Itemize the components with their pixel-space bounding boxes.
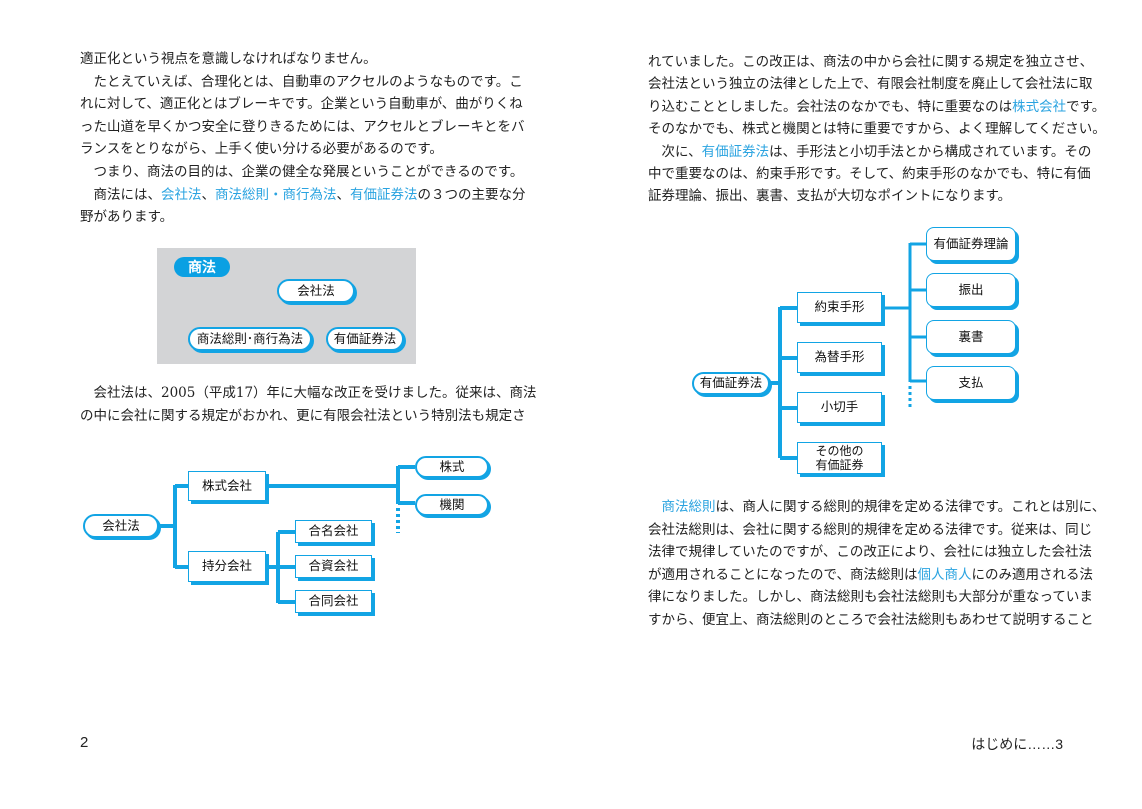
yakusoku-tegata-box: 約束手形 — [797, 292, 882, 323]
shoho-item-yuka: 有価証券法 — [326, 327, 404, 351]
text-line: すから、便宜上、商法総則のところで会社法総則もあわせて説明すること — [648, 610, 1094, 630]
highlighted-term: 株式会社 — [1012, 98, 1067, 115]
text-segment: 中で重要なのは、約束手形です。そして、約束手形のなかでも、特に有価 — [648, 166, 1091, 182]
text-line: ランスをとりながら、上手く使い分ける必要があるのです。 — [80, 139, 494, 159]
text-segment: れに対して、適正化とはブレーキです。企業という自動車が、曲がりくね — [80, 96, 523, 113]
text-segment: 適正化という視点を意識しなければなりません。 — [80, 51, 377, 67]
text-segment: 、 — [336, 186, 351, 203]
yuka-root: 有価証券法 — [692, 372, 770, 395]
text-segment: 会社法総則は、会社に関する総則的規律を定める法律です。従来は、同じ — [648, 521, 1093, 538]
right-running-footer: はじめに……3 — [971, 736, 1063, 752]
yuka-riron-box: 有価証券理論 — [926, 227, 1016, 261]
highlighted-term: 会社法 — [161, 186, 202, 203]
text-line: 会社法総則は、会社に関する総則的規律を定める法律です。従来は、同じ — [648, 520, 1092, 540]
text-segment: 商法には、 — [80, 186, 161, 203]
text-line: 律になりました。しかし、商法総則も会社法総則も大部分が重なっていま — [648, 587, 1093, 607]
highlighted-term: 有価証券法 — [701, 143, 770, 160]
highlighted-term: 個人商人 — [917, 566, 972, 583]
godo-kaisha-box: 合同会社 — [295, 590, 372, 613]
text-line: 会社法という独立の法律とした上で、有限会社制度を廃止して会社法に取 — [648, 74, 1093, 94]
text-line: の中に会社に関する規定がおかれ、更に有限会社法という特別法も規定さ — [80, 406, 526, 426]
other-securities-box: その他の 有価証券 — [797, 442, 882, 474]
text-line: 中で重要なのは、約束手形です。そして、約束手形のなかでも、特に有価 — [648, 164, 1091, 184]
text-line: 会社法は、2005（平成17）年に大幅な改正を受けました。従来は、商法 — [80, 383, 536, 403]
highlighted-term: 商法総則 — [661, 499, 716, 515]
text-segment: にのみ適用される法 — [971, 566, 1093, 583]
text-line: 法律で規律していたのですが、この改正により、会社には独立した会社法 — [648, 542, 1092, 562]
text-segment: 、 — [201, 186, 216, 203]
text-line: 商法総則は、商人に関する総則的規律を定める法律です。これとは別に、 — [648, 497, 1106, 517]
text-line: 証券理論、振出、裏書、支払が大切なポイントになります。 — [648, 186, 1063, 206]
highlighted-term: 商法総則・商行為法 — [215, 186, 337, 203]
shoho-item-sosoku: 商法総則･商行為法 — [188, 327, 312, 351]
text-segment: が適用されることになったので、商法総則は — [648, 566, 918, 583]
text-segment: 証券理論、振出、裏書、支払が大切なポイントになります。 — [648, 188, 1012, 205]
text-line: った山道を早くかつ安全に登りきるためには、アクセルとブレーキとをバ — [80, 117, 525, 137]
text-segment: れていました。この改正は、商法の中から会社に関する規定を独立させ、 — [648, 54, 1094, 70]
text-segment: の中に会社に関する規定がおかれ、更に有限会社法という特別法も規定さ — [80, 407, 526, 424]
text-segment: です。 — [1066, 98, 1106, 115]
text-segment: は、手形法と小切手法とから構成されています。その — [769, 143, 1092, 160]
shoho-item-kaishaho: 会社法 — [277, 279, 355, 303]
left-page-number: 2 — [80, 734, 89, 751]
shiharai-box: 支払 — [926, 366, 1016, 400]
text-segment: 会社法は、2005（平成17）年に大幅な改正を受けました。従来は、商法 — [80, 385, 537, 401]
gomei-kaisha-box: 合名会社 — [295, 520, 372, 543]
goshi-kaisha-box: 合資会社 — [295, 555, 372, 578]
text-line: れていました。この改正は、商法の中から会社に関する規定を独立させ、 — [648, 52, 1093, 72]
highlighted-term: 有価証券法 — [350, 186, 418, 203]
text-segment: つまり、商法の目的は、企業の健全な発展ということができるのです。 — [80, 164, 524, 180]
kawase-tegata-box: 為替手形 — [797, 342, 882, 373]
furidashi-box: 振出 — [926, 273, 1016, 307]
mochibun-kaisha-box: 持分会社 — [188, 551, 266, 582]
text-line: 野があります。 — [80, 207, 494, 227]
kabushiki-child-kikan: 機関 — [415, 494, 489, 516]
text-segment: ランスをとりながら、上手く使い分ける必要があるのです。 — [80, 141, 443, 158]
text-line: そのなかでも、株式と機関とは特に重要ですから、よく理解してください。 — [648, 119, 1106, 139]
text-line: たとえていえば、合理化とは、自動車のアクセルのようなものです。こ — [80, 72, 522, 92]
text-segment: り込むこととしました。会社法のなかでも、特に重要なのは — [648, 98, 1013, 115]
text-segment: 野があります。 — [80, 209, 174, 226]
kabushiki-child-kabushiki: 株式 — [415, 456, 489, 478]
text-segment: そのなかでも、株式と機関とは特に重要ですから、よく理解してください。 — [648, 121, 1106, 138]
text-segment: 律になりました。しかし、商法総則も会社法総則も大部分が重なっていま — [648, 589, 1093, 606]
text-segment: の３つの主要な分 — [417, 186, 526, 203]
text-segment: は、商人に関する総則的規律を定める法律です。これとは別に、 — [715, 499, 1106, 515]
shoho-title-tag: 商法 — [174, 257, 230, 277]
text-line: 適正化という視点を意識しなければなりません。 — [80, 49, 494, 69]
text-segment: たとえていえば、合理化とは、自動車のアクセルのようなものです。こ — [80, 73, 523, 90]
text-segment: すから、便宜上、商法総則のところで会社法総則もあわせて説明すること — [648, 612, 1094, 628]
text-segment: 次に、 — [648, 143, 702, 160]
text-segment: 会社法という独立の法律とした上で、有限会社制度を廃止して会社法に取 — [648, 76, 1093, 93]
kogitte-box: 小切手 — [797, 392, 882, 423]
text-line: が適用されることになったので、商法総則は個人商人にのみ適用される法 — [648, 565, 1093, 585]
text-line: 次に、有価証券法は、手形法と小切手法とから構成されています。その — [648, 142, 1091, 162]
uragaki-box: 裏書 — [926, 320, 1016, 354]
text-line: つまり、商法の目的は、企業の健全な発展ということができるのです。 — [80, 162, 523, 182]
text-segment: った山道を早くかつ安全に登りきるためには、アクセルとブレーキとをバ — [80, 118, 525, 135]
text-line: り込むこととしました。会社法のなかでも、特に重要なのは株式会社です。 — [648, 97, 1105, 117]
text-segment: 法律で規律していたのですが、この改正により、会社には独立した会社法 — [648, 544, 1093, 561]
kaishaho-root: 会社法 — [83, 514, 159, 538]
kabushiki-kaisha-box: 株式会社 — [188, 471, 266, 501]
text-line: れに対して、適正化とはブレーキです。企業という自動車が、曲がりくね — [80, 94, 523, 114]
text-line: 商法には、会社法、商法総則・商行為法、有価証券法の３つの主要な分 — [80, 185, 525, 205]
